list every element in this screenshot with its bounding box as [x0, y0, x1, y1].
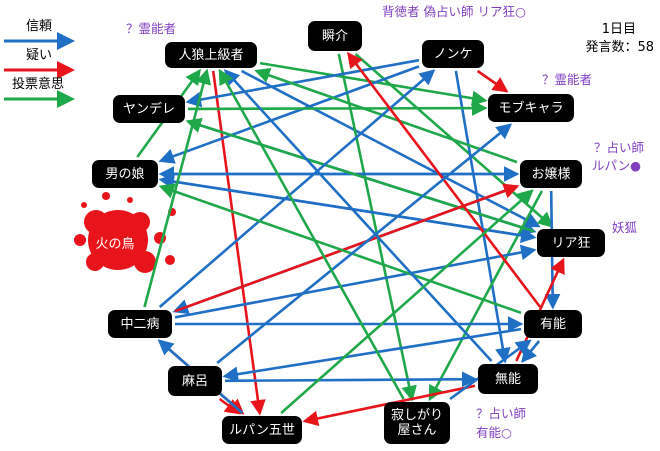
node-munou: 無能 — [478, 364, 538, 394]
node-sabishi: 寂しがり 屋さん — [384, 402, 450, 444]
arrow-trust-munou-to-jinro — [223, 69, 493, 362]
node-chuuni: 中二病 — [108, 310, 172, 338]
node-mobu: モブキャラ — [488, 94, 574, 122]
node-nonke: ノンケ — [422, 40, 484, 68]
arrow-doubt-nonke-to-mobu — [476, 69, 509, 93]
arrow-trust-nonke-to-otoko — [158, 65, 420, 164]
legend-vote-label: 投票意思 — [12, 77, 65, 92]
arrow-vote-shunsuke-to-sabishi — [337, 53, 417, 402]
arrow-doubt-chuuni-to-ojou — [174, 183, 520, 313]
node-ojou: お嬢様 — [520, 160, 582, 188]
arrow-vote-ojou-to-sabishi — [428, 190, 544, 402]
node-riakyo: リア狂 — [537, 229, 605, 257]
ojou-note-1: ？占い師 — [594, 140, 645, 155]
arrow-trust-maro-to-munou — [224, 371, 478, 388]
arrow-vote-yuunou-to-otoko — [158, 183, 522, 315]
day-label: 1日目 — [601, 22, 636, 37]
node-shunsuke: 瞬介 — [308, 21, 362, 51]
remark-count: 発言数：58 — [585, 40, 654, 55]
arrow-trust-nonke-to-yandere — [185, 58, 420, 108]
arrow-vote-yandere-to-mobu — [187, 100, 488, 116]
arrow-trust-chuuni-to-nonke — [158, 69, 436, 308]
node-yuunou: 有能 — [524, 310, 582, 338]
arrow-doubt-maro-to-lupin — [218, 397, 241, 415]
sabishi-note-1: ？占い師 — [476, 406, 527, 421]
node-lupin: ルパン五世 — [222, 416, 302, 444]
jinro-note: ？霊能者 — [126, 21, 177, 36]
arrow-vote-jinro-to-mobu — [259, 61, 488, 106]
arrow-trust-jinro-to-riakyo — [240, 69, 541, 228]
mobu-note: ？霊能者 — [542, 72, 593, 87]
arrow-doubt-yuunou-to-shunsuke — [347, 51, 542, 308]
arrow-vote-lupin-to-ojou — [280, 189, 534, 414]
arrow-trust-nonke-to-munou — [454, 70, 511, 364]
arrow-vote-sabishi-to-jinro — [218, 68, 405, 400]
node-yandere: ヤンデレ — [113, 95, 185, 123]
node-maro: 麻呂 — [168, 366, 222, 396]
arrow-trust-riakyo-to-otoko — [158, 173, 535, 239]
node-sabishi-line1: 寂しがり — [390, 408, 443, 423]
node-jinro: 人狼上級者 — [165, 42, 257, 68]
sabishi-note-2: 有能○ — [476, 425, 512, 440]
arrow-trust-chuuni-to-riakyo — [174, 244, 537, 319]
node-hinotori: 火の鳥 — [95, 236, 135, 252]
blood-splatter — [74, 192, 176, 273]
ojou-note-2: ルパン● — [592, 158, 642, 173]
riakyo-note: 妖狐 — [612, 220, 638, 235]
legend-trust-label: 信頼 — [26, 19, 53, 34]
node-otoko: 男の娘 — [92, 160, 158, 188]
node-sabishi-line2: 屋さん — [397, 423, 437, 438]
arrow-vote-riakyo-to-yandere — [185, 117, 535, 233]
legend-doubt-label: 疑い — [26, 48, 53, 63]
arrow-vote-ojou-to-jinro — [254, 67, 518, 164]
arrow-trust-yuunou-to-maro — [222, 327, 522, 382]
top-note: 背徳者 偽占い師 リア狂○ — [382, 4, 526, 19]
arrow-trust-maro-to-mobu — [216, 123, 513, 365]
